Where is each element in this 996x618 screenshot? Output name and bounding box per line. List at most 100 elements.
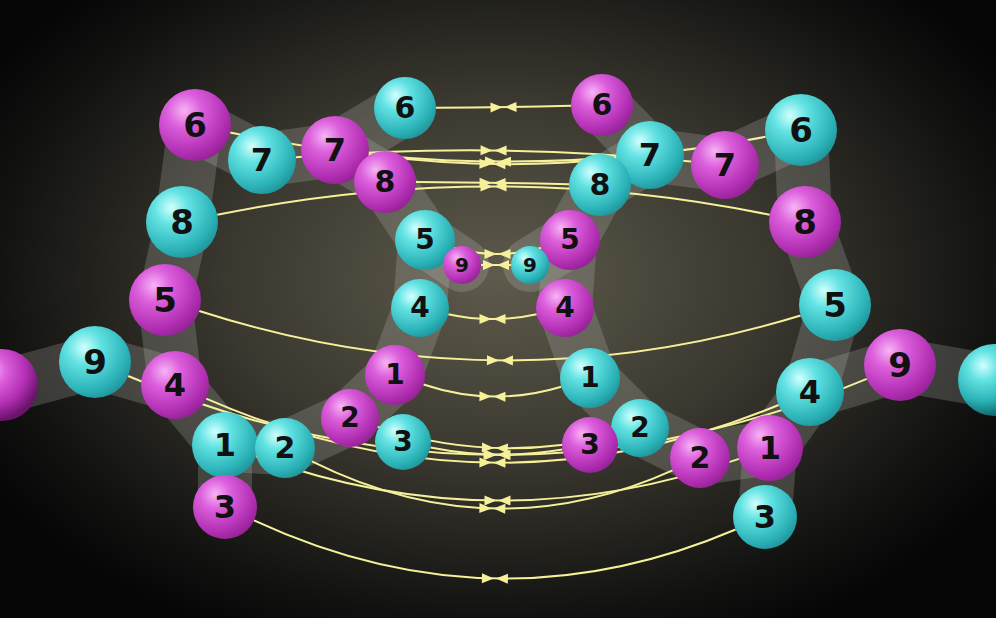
arrow-head (484, 496, 496, 506)
cyan-sphere: 7 (228, 126, 296, 194)
cyan-sphere: 1 (560, 348, 620, 408)
magenta-sphere: 8 (354, 151, 416, 213)
sphere-number: 8 (793, 205, 817, 239)
sphere-number: 3 (580, 431, 599, 459)
cyan-sphere: 9 (511, 246, 549, 284)
cyan-sphere: 8 (569, 154, 631, 216)
cyan-sphere: 3 (375, 414, 431, 470)
sphere-number: 1 (759, 432, 781, 464)
magenta-sphere: 5 (129, 264, 201, 336)
sphere-number: 7 (324, 134, 346, 166)
arrow-head (479, 159, 491, 169)
sphere-number: 5 (153, 283, 177, 317)
magenta-sphere: 8 (769, 186, 841, 258)
pair-connector (424, 385, 562, 402)
arrow-head (485, 249, 497, 259)
arrow-head (493, 458, 505, 468)
sphere-number: 9 (83, 345, 107, 379)
magenta-sphere: 3 (562, 417, 618, 473)
sphere-number: 3 (754, 501, 776, 533)
magenta-sphere: 2 (321, 389, 379, 447)
cyan-sphere: 5 (799, 269, 871, 341)
sphere-number: 5 (823, 288, 847, 322)
pair-connector (431, 447, 563, 459)
connector-line (424, 385, 562, 397)
arrow-head (505, 102, 517, 112)
sphere-number: 4 (410, 294, 429, 322)
sphere-number: 8 (590, 170, 611, 200)
sphere-number: 9 (888, 348, 912, 382)
pair-connector (481, 260, 511, 270)
magenta-sphere: 9 (864, 329, 936, 401)
arrow-head (490, 102, 502, 112)
arrow-head (479, 503, 491, 513)
sphere-number: 4 (799, 376, 821, 408)
sphere-number: 3 (393, 428, 412, 456)
pair-connector (254, 520, 736, 583)
sphere-number: 3 (214, 491, 236, 523)
cyan-sphere: 4 (776, 358, 844, 426)
pair-connector (312, 461, 673, 513)
arrow-head (479, 391, 491, 401)
arrow-head (498, 450, 510, 460)
arrow-head (493, 392, 505, 402)
magenta-sphere: 2 (670, 428, 730, 488)
sphere-number: 4 (555, 294, 574, 322)
arrow-head (483, 260, 495, 270)
connector-line (254, 520, 736, 578)
sphere-number: 6 (592, 90, 613, 120)
sphere-number: 6 (789, 113, 813, 147)
sphere-number: 6 (183, 108, 207, 142)
pair-connector (448, 314, 536, 324)
cyan-sphere: 9 (59, 326, 131, 398)
cyan-sphere: 2 (255, 418, 315, 478)
arrow-head (494, 314, 506, 324)
magenta-sphere: 4 (141, 351, 209, 419)
arrow-head (482, 573, 494, 583)
connector-line (256, 456, 739, 500)
cyan-sphere: 4 (391, 279, 449, 337)
magenta-sphere: 4 (536, 279, 594, 337)
arrow-head (487, 355, 499, 365)
magenta-sphere: 6 (571, 74, 633, 136)
arrow-head (493, 504, 505, 514)
arrow-head (495, 146, 507, 156)
arrow-head (496, 574, 508, 584)
sphere-number: 9 (523, 255, 537, 275)
arrow-head (483, 449, 495, 459)
sphere-number: 2 (340, 404, 359, 432)
arrow-head (481, 145, 493, 155)
pair-connector (436, 102, 571, 112)
sphere-number: 8 (170, 205, 194, 239)
magenta-sphere: 7 (691, 131, 759, 199)
sphere-number: 1 (385, 361, 404, 389)
sphere-number: 9 (455, 255, 469, 275)
sphere-number: 7 (251, 144, 273, 176)
magenta-sphere: 1 (737, 415, 803, 481)
sphere-number: 4 (164, 369, 186, 401)
magenta-sphere: 6 (159, 89, 231, 161)
sphere-number: 2 (275, 433, 296, 463)
cyan-sphere: 6 (374, 77, 436, 139)
connector-line (436, 106, 571, 108)
pair-connector (199, 311, 800, 366)
connector-line (199, 311, 800, 360)
arrow-head (495, 181, 507, 191)
pair-connector (217, 181, 769, 214)
sphere-number: 7 (639, 139, 661, 171)
connector-line (416, 182, 569, 184)
connector-line (431, 447, 563, 454)
magenta-sphere: 5 (540, 210, 600, 270)
connector-line (312, 461, 673, 508)
sphere-number: 2 (630, 414, 649, 442)
cyan-sphere: 8 (146, 186, 218, 258)
pair-connector (256, 456, 739, 505)
sphere-number: 5 (560, 226, 579, 254)
arrow-head (479, 458, 491, 468)
sphere-number: 2 (690, 443, 711, 473)
cyan-sphere: 3 (733, 485, 797, 549)
magenta-sphere: 3 (193, 475, 257, 539)
sphere-number: 6 (395, 93, 416, 123)
cyan-sphere: 2 (611, 399, 669, 457)
